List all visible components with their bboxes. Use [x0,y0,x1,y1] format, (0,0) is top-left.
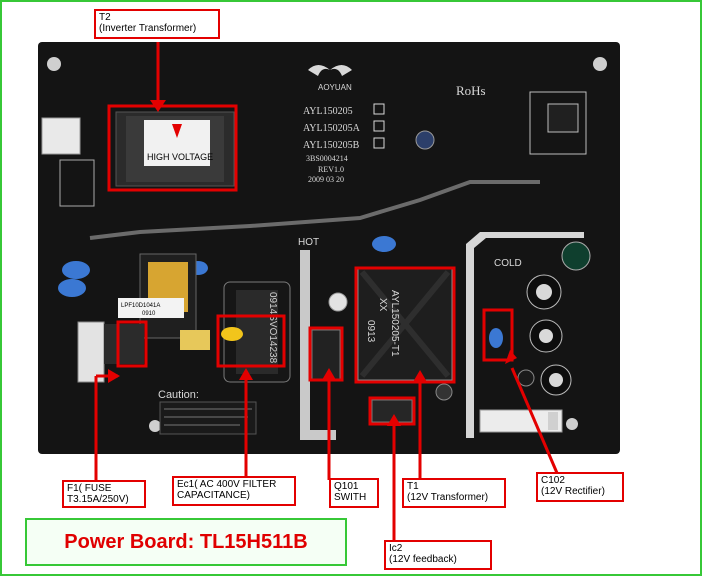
t1-highlight [354,266,456,384]
small-component [517,369,535,387]
q101-mosfet [311,329,341,381]
f1-highlight [116,320,148,368]
silk-trace [89,180,540,240]
callout-ic2: Ic2 (12V feedback) [384,540,492,570]
model-line-2: AYL150205A [303,123,361,134]
cold-zone-label: COLD [494,258,522,269]
heatsink-left [300,250,310,438]
callout-c102: C102 (12V Rectifier) [536,472,624,502]
callout-f1-line1: F1( FUSE [67,483,112,494]
ac-input-connector [77,321,105,383]
mounting-hole [149,420,161,432]
mounting-hole [566,418,578,430]
warning-icon [172,124,182,138]
rohs-mark: RoHs [456,83,486,98]
small-capacitor [415,130,435,150]
silk-outline [59,159,95,207]
cn4-connector [547,103,579,133]
title-panel: Power Board: TL15H511B [25,518,347,566]
t1-frame [359,270,451,378]
callout-q101: Q101 SWITH [329,478,379,508]
blue-y-capacitor [372,236,396,252]
fuse-marking-1: LPF10D1041A [121,303,160,309]
capacitor-top [539,329,553,343]
model-line-1: AYL150205 [303,106,353,117]
t1-marking-1: AYL150205-T1 [389,290,400,357]
hot-zone-label: HOT [298,237,319,248]
aoyuan-logo [308,65,352,76]
t2-highlight [107,104,238,192]
callout-ec1-line2: CAPACITANCE) [177,490,250,501]
capacitor-top [549,373,563,387]
page-title: Power Board: TL15H511B [64,530,308,553]
heatsink-foot [300,430,336,440]
mounting-hole [47,57,61,71]
callout-arrowheads [108,100,517,426]
board-rev: REV1.0 [318,165,344,174]
connector-pin [548,412,558,430]
model-checkbox [373,103,385,115]
caution-title: Caution: [158,389,199,401]
callout-ec1-line1: Ec1( AC 400V FILTER [177,479,277,490]
callout-q101-line2: SWITH [334,492,367,503]
c102-highlight [482,308,514,362]
callout-f1-line2: T3.15A/250V) [67,494,129,505]
fuse-marking-bg [118,298,184,318]
fuse-marking-2: 0910 [142,311,156,317]
board-code: 3BS0004214 [306,154,348,163]
input-connector [41,117,81,155]
small-component [435,383,453,401]
board-date: 2009 03 20 [308,175,344,184]
callout-t1-line2: (12V Transformer) [407,492,489,503]
callout-f1: F1( FUSE T3.15A/250V) [62,480,146,508]
callout-t2: T2 (Inverter Transformer) [94,9,220,39]
cn4-outline [529,91,587,155]
high-voltage-text: HIGH VOLTAGE [147,152,213,162]
capacitor-top [536,284,552,300]
ec1-marking: 0914SVO14238 [267,292,278,364]
t1-marking-2: XX [377,298,388,312]
ec1-sticker [221,327,243,341]
callout-c102-line1: C102 [541,475,565,486]
model-line-3: AYL150205B [303,140,360,151]
ec1-highlight [216,314,286,368]
callout-c102-line2: (12V Rectifier) [541,486,605,497]
t1-marking-3: 0913 [365,320,376,343]
callout-t2-line2: (Inverter Transformer) [99,23,197,34]
blue-y-capacitor [62,261,90,279]
fuse-holder [104,324,144,364]
output-capacitor [561,241,591,271]
callout-pointers [94,42,562,540]
mounting-hole [593,57,607,71]
model-checkbox [373,137,385,149]
c102-capacitor [489,328,503,348]
brand-text: AOYUAN [318,83,352,92]
callout-t1-line1: T1 [407,481,419,492]
x-capacitor [180,330,210,350]
callout-ic2-line2: (12V feedback) [389,554,457,565]
callout-ec1: Ec1( AC 400V FILTER CAPACITANCE) [172,476,296,506]
callout-t1: T1 (12V Transformer) [402,478,506,508]
ec1-sleeve [236,290,278,374]
blue-y-capacitor [58,279,86,297]
callout-t2-line1: T2 [99,12,111,23]
model-checkbox [373,120,385,132]
small-component [328,292,348,312]
output-connector [479,409,563,433]
caution-text-block [159,401,257,435]
callout-ic2-line1: Ic2 [389,543,403,554]
callout-q101-line1: Q101 [334,481,359,492]
